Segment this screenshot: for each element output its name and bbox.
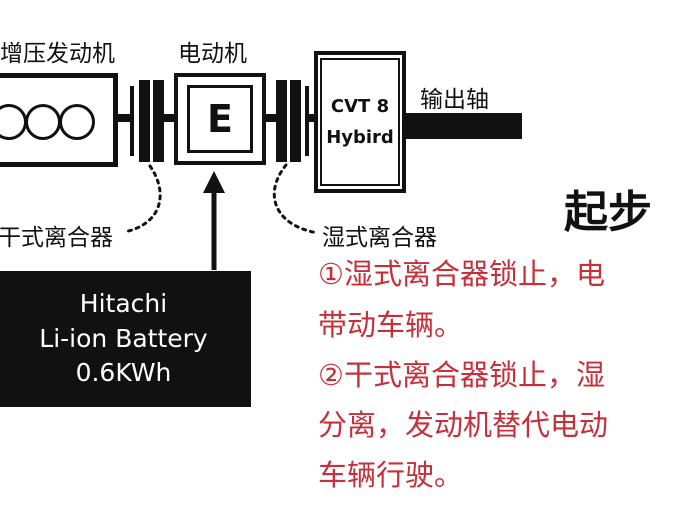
battery-brand: Hitachi [79, 289, 168, 319]
shaft-clutch-motor [164, 114, 174, 122]
battery-type: Li-ion Battery [39, 323, 208, 353]
engine-label: 增压发动机 [0, 41, 115, 67]
wet-clutch-leader [272, 163, 320, 235]
cvt-label: CVT 8 [330, 95, 390, 117]
engine-cylinder [59, 104, 95, 140]
mode-title: 起步 [564, 187, 652, 238]
shaft-clutch-cvt [309, 114, 315, 122]
note-line-3: ②干式离合器锁止，湿 [318, 358, 605, 392]
shaft-motor-clutch [266, 114, 276, 122]
battery-arrow-head [203, 171, 225, 193]
note-line-4: 分离，发动机替代电动 [318, 408, 609, 442]
battery-capacity: 0.6KWh [75, 358, 172, 388]
motor-box: E [174, 73, 266, 165]
note-line-2: 带动车辆。 [318, 308, 464, 342]
cvt-transmission: CVT 8 Hybird [314, 51, 406, 193]
dry-clutch-label: 干式离合器 [0, 225, 113, 251]
engine-block [0, 73, 118, 167]
output-shaft-label: 输出轴 [420, 87, 489, 113]
battery-box: Hitachi Li-ion Battery 0.6KWh [0, 271, 251, 407]
note-line-5: 车辆行驶。 [318, 458, 464, 492]
cvt-sublabel: Hybird [326, 127, 394, 148]
shaft-engine-clutch [118, 114, 130, 122]
motor-label: 电动机 [178, 41, 247, 67]
engine-cylinder [25, 104, 61, 140]
note-line-1: ①湿式离合器锁止，电 [318, 257, 605, 291]
motor-symbol: E [187, 85, 253, 153]
dry-clutch-leader [122, 164, 162, 234]
wet-clutch-label: 湿式离合器 [322, 225, 437, 251]
output-shaft [406, 113, 522, 139]
